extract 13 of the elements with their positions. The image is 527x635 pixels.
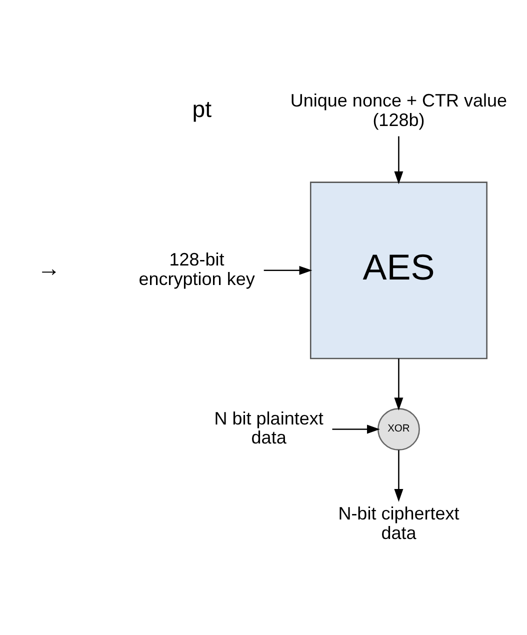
node-text: 128-bit encryption key: [138, 249, 254, 288]
arrow: [263, 265, 312, 274]
node-text: N-bit ciphertext data: [338, 503, 459, 542]
node-text: Unique nonce + CTR value (128b): [290, 90, 507, 130]
arrow: [394, 136, 403, 184]
arrow: [394, 358, 403, 410]
arrow: [332, 424, 380, 434]
node-box: AES: [309, 181, 487, 359]
node-text: N bit plaintext data: [214, 408, 323, 448]
arrow: [394, 450, 403, 502]
label: pt: [192, 96, 212, 122]
label: →: [36, 254, 60, 281]
node-circle: XOR: [377, 408, 420, 450]
